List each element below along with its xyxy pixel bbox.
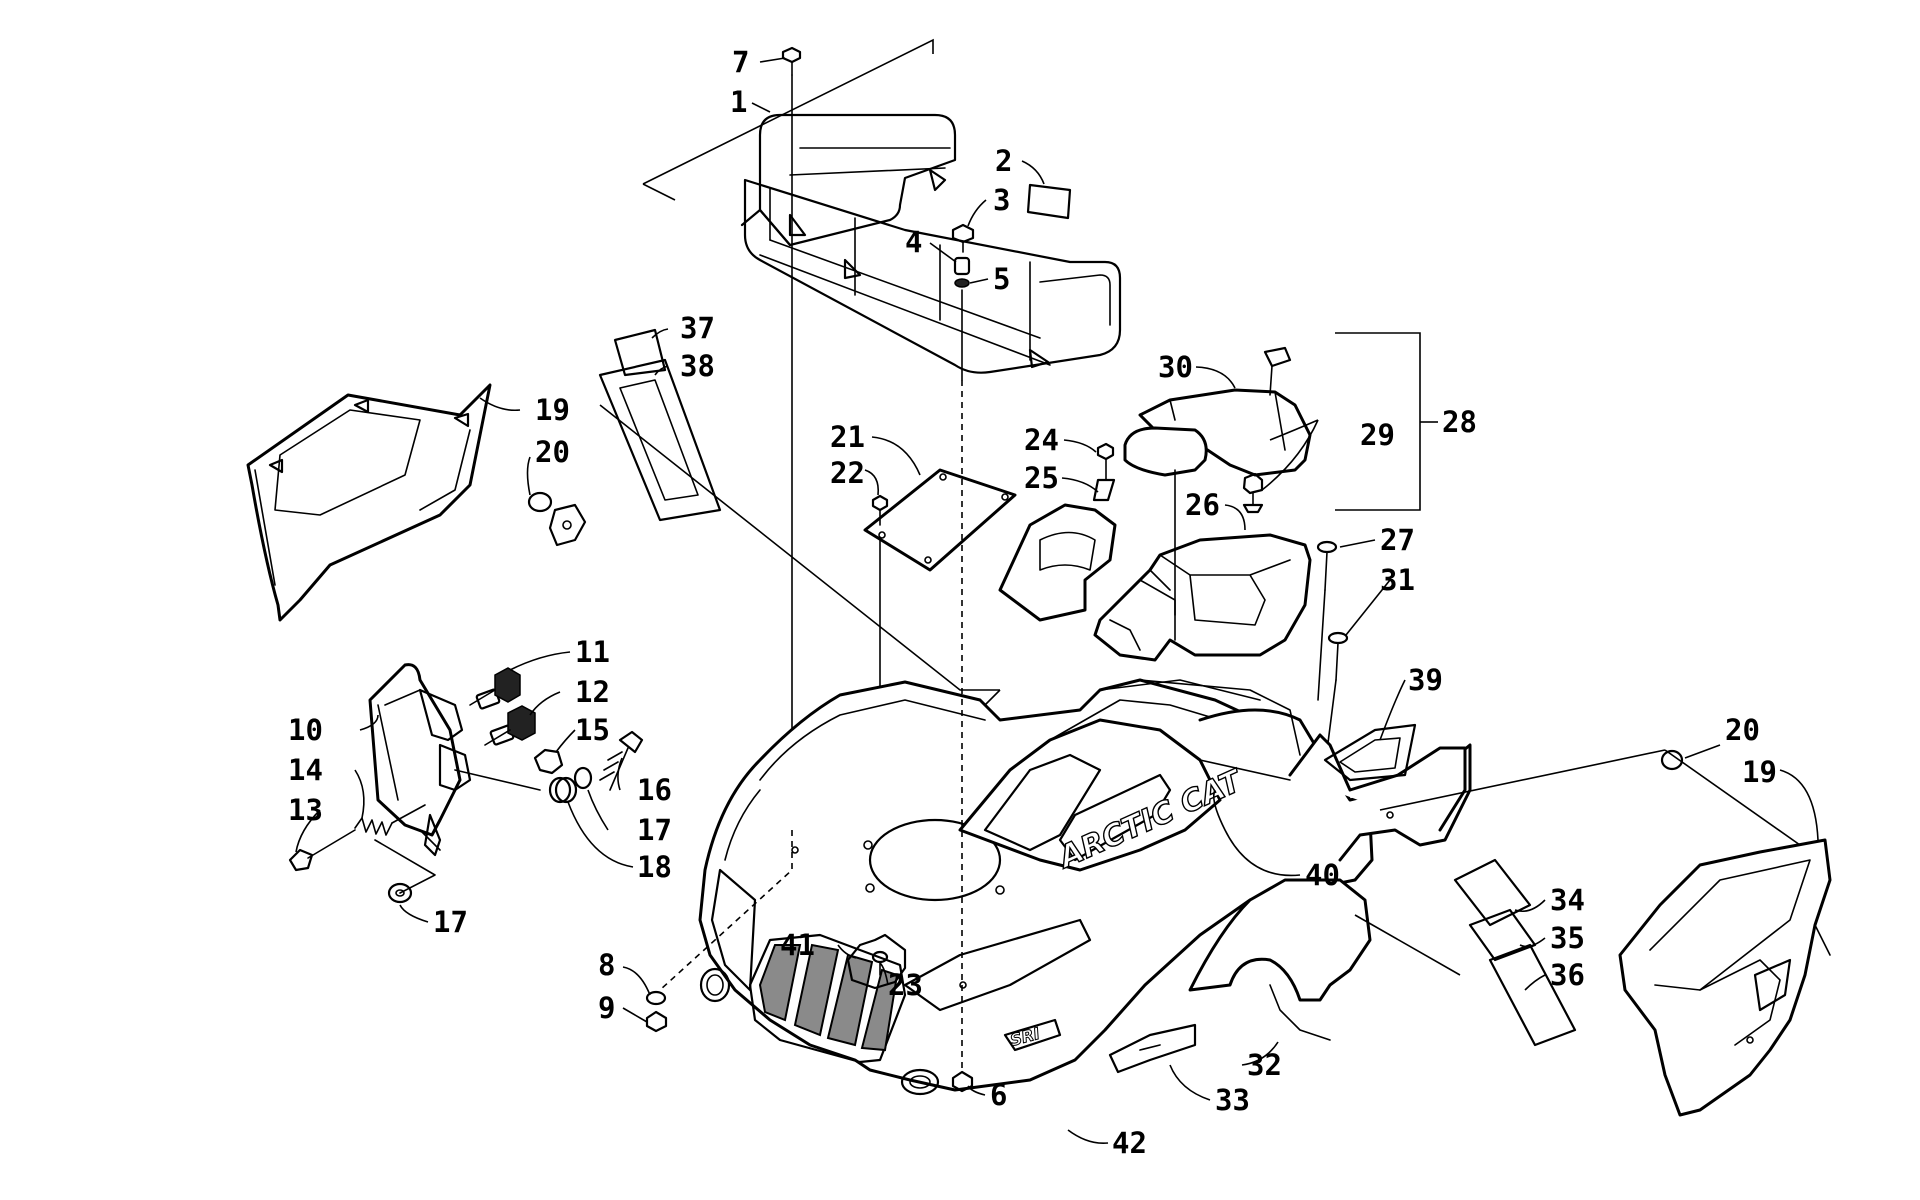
- fastener-6: [951, 380, 974, 1093]
- front-rack: [642, 38, 1122, 374]
- adjust-screw-13: [288, 829, 356, 872]
- callout-40: 40: [1305, 858, 1340, 892]
- washer-17-upper: [573, 766, 593, 790]
- callout-12: 12: [575, 675, 610, 709]
- callout-17-upper: 17: [637, 813, 672, 847]
- headlight-assembly: [368, 663, 541, 857]
- fastener-stack-3-4-5: [951, 223, 975, 381]
- nut-9: [645, 830, 793, 1033]
- callout-19-right: 19: [1742, 755, 1777, 789]
- callout-11: 11: [575, 635, 610, 669]
- clip-29: [1174, 346, 1292, 616]
- decal-41: [846, 933, 907, 990]
- decal-37: [613, 328, 667, 377]
- callout-17-lower: 17: [433, 905, 468, 939]
- callout-35: 35: [1550, 921, 1585, 955]
- callout-28: 28: [1442, 405, 1477, 439]
- callout-25: 25: [1024, 461, 1059, 495]
- callout-42: 42: [1112, 1126, 1147, 1160]
- grommet-15: [533, 748, 564, 775]
- bushing-18: [548, 776, 578, 804]
- grommet-20-left: [527, 491, 587, 547]
- callout-22: 22: [830, 456, 865, 490]
- decal-36: [1488, 943, 1577, 1047]
- callout-38: 38: [680, 349, 715, 383]
- callout-36: 36: [1550, 958, 1585, 992]
- callout-34: 34: [1550, 883, 1585, 917]
- decal-2: [1026, 183, 1072, 220]
- callout-7: 7: [732, 45, 749, 79]
- bulb-12: [484, 705, 536, 746]
- callout-23: 23: [888, 968, 923, 1002]
- left-side-panel: [246, 383, 492, 622]
- decal-35: [1468, 908, 1537, 962]
- callout-24: 24: [1024, 423, 1059, 457]
- grommet-20-right: [1379, 749, 1801, 846]
- callout-2: 2: [995, 144, 1012, 178]
- bracket-28: [1335, 332, 1432, 511]
- callout-21: 21: [830, 420, 865, 454]
- callout-26: 26: [1185, 488, 1220, 522]
- front-fender: ARCTIC CAT SRI: [698, 678, 1472, 1096]
- leader-lines: [295, 57, 1819, 1145]
- callout-18: 18: [637, 850, 672, 884]
- callout-41: 41: [780, 928, 815, 962]
- callout-1: 1: [730, 85, 747, 119]
- callout-5: 5: [993, 262, 1010, 296]
- callout-27: 27: [1380, 523, 1415, 557]
- decal-33: [1108, 1023, 1197, 1074]
- callout-4: 4: [905, 225, 922, 259]
- bolt-7: [781, 46, 802, 841]
- callout-20-right: 20: [1725, 713, 1760, 747]
- cover-30: [1123, 388, 1312, 477]
- decal-38: [598, 358, 722, 522]
- bulb-11: [469, 667, 521, 710]
- decal-39: [1323, 723, 1417, 782]
- callout-8: 8: [598, 948, 615, 982]
- storage-box-26: [1093, 533, 1312, 662]
- callout-9: 9: [598, 991, 615, 1025]
- decal-34: [1453, 858, 1532, 927]
- right-side-panel: [1618, 838, 1832, 1117]
- callout-33: 33: [1215, 1083, 1250, 1117]
- callout-32: 32: [1247, 1048, 1282, 1082]
- spring-14: [354, 804, 426, 836]
- callout-37: 37: [680, 311, 715, 345]
- storage-cover-25: [998, 503, 1117, 622]
- callout-6: 6: [990, 1078, 1007, 1112]
- callout-13: 13: [288, 793, 323, 827]
- callout-3: 3: [993, 183, 1010, 217]
- washer-8: [645, 990, 667, 1006]
- callout-16: 16: [637, 773, 672, 807]
- callout-20-left: 20: [535, 435, 570, 469]
- callout-15: 15: [575, 713, 610, 747]
- washer-17-lower: [374, 839, 436, 904]
- pin-27: [1316, 540, 1338, 701]
- callout-14: 14: [288, 753, 323, 787]
- callout-labels: 7 1 2 3 4 5 37 38 19 20 21 22 24 25 30 2…: [288, 45, 1777, 1160]
- screw-24: [1092, 442, 1116, 502]
- storage-lid-21: [863, 468, 1017, 572]
- callout-19-left: 19: [535, 393, 570, 427]
- callout-30: 30: [1158, 350, 1193, 384]
- callout-29: 29: [1360, 418, 1395, 452]
- callout-10: 10: [288, 713, 323, 747]
- callout-39: 39: [1408, 663, 1443, 697]
- callout-31: 31: [1380, 563, 1415, 597]
